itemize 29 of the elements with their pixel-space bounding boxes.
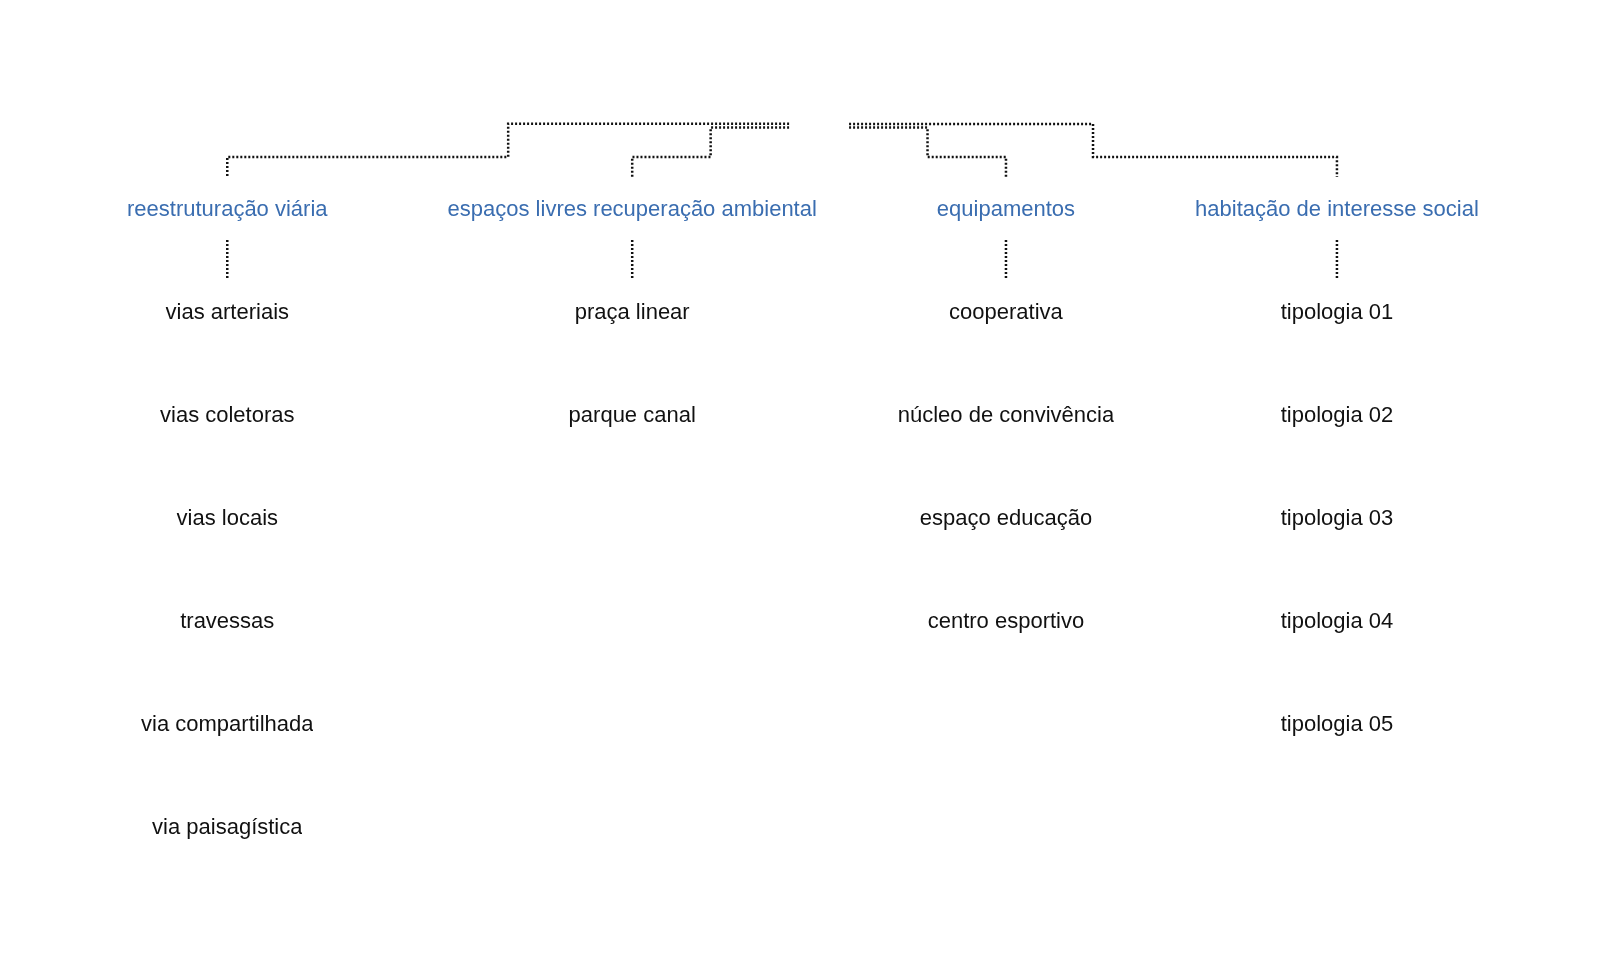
item-text: espaço educação	[919, 504, 1093, 530]
category-heading: equipamentos	[936, 195, 1076, 221]
item-text: via compartilhada	[141, 710, 314, 736]
item-text: travessas	[180, 607, 275, 633]
item-text: tipologia 03	[1280, 504, 1394, 530]
connector-line	[631, 238, 634, 281]
item-text: centro esportivo	[927, 607, 1085, 633]
item-text: vias arteriais	[165, 298, 290, 324]
item-text: via paisagística	[152, 813, 303, 839]
connector-line	[631, 125, 790, 178]
category-heading: habitação de interesse social	[1195, 195, 1479, 221]
connector-line	[849, 125, 1008, 178]
category-heading: reestruturação viária	[127, 195, 328, 221]
connector-line	[849, 122, 1339, 178]
item-text: tipologia 02	[1280, 401, 1394, 427]
connector-line	[1335, 238, 1339, 281]
item-text: núcleo de convivência	[897, 401, 1115, 427]
item-text: praça linear	[574, 298, 690, 324]
item-text: cooperativa	[949, 298, 1063, 324]
item-text: tipologia 01	[1280, 298, 1394, 324]
item-text: vias locais	[176, 504, 279, 530]
item-text: vias coletoras	[160, 401, 295, 427]
item-text: parque canal	[568, 401, 696, 427]
connector-line	[1004, 238, 1008, 281]
connector-line	[226, 238, 229, 281]
item-text: tipologia 05	[1280, 710, 1394, 736]
item-text: tipologia 04	[1280, 607, 1394, 633]
connector-line	[226, 122, 790, 178]
category-heading: espaços livres recuperação ambiental	[447, 195, 817, 221]
